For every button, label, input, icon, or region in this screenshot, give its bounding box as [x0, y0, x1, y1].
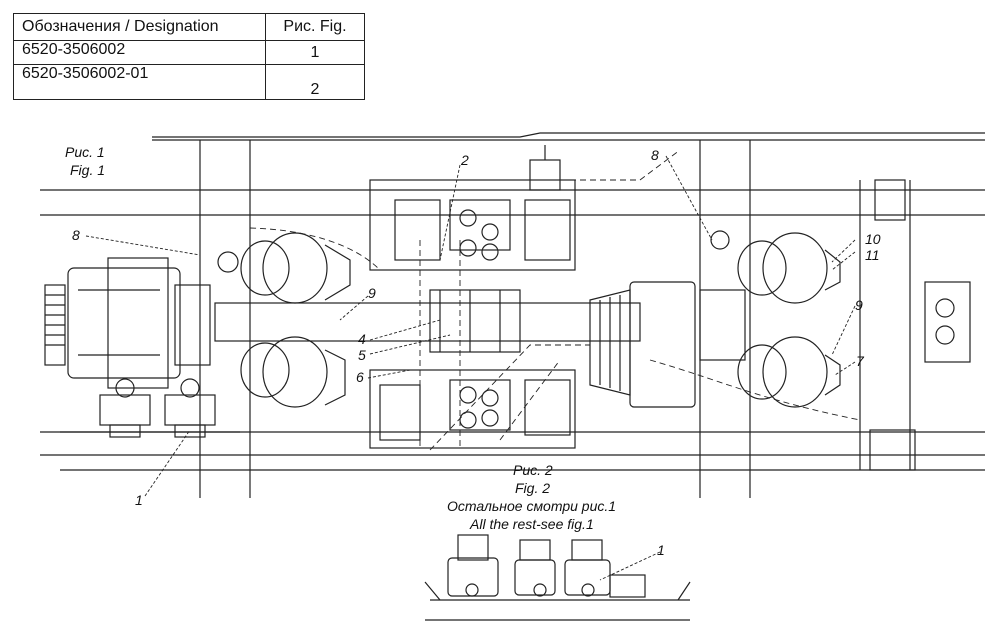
callout-10: 10 — [865, 231, 881, 247]
upper-valve-block — [369, 145, 576, 271]
fig1-caption-en: Fig. 1 — [70, 162, 105, 178]
rest-note-ru: Остальное смотри рис.1 — [447, 498, 616, 514]
rest-note-en: All the rest-see fig.1 — [469, 516, 594, 532]
callout-8-left: 8 — [72, 227, 80, 243]
designation-header: Обозначения / Designation — [13, 13, 266, 41]
brake-chamber-right-upper — [710, 230, 841, 304]
callout-7: 7 — [856, 353, 865, 369]
brake-chamber-left-lower — [240, 336, 346, 408]
callout-6: 6 — [356, 369, 364, 385]
left-valve-group — [60, 378, 240, 438]
callout-9-left: 9 — [368, 285, 376, 301]
designation-table: Обозначения / Designation Рис. Fig. 6520… — [13, 13, 365, 100]
lower-valve-block — [369, 369, 576, 449]
callout-9-right: 9 — [855, 297, 863, 313]
designation-cell: 6520-3506002-01 — [13, 64, 266, 100]
frame-rail-upper — [40, 132, 985, 216]
brake-chamber-right-lower — [737, 336, 841, 408]
table-row: 6520-3506002-01 2 — [13, 64, 365, 100]
callout-4: 4 — [358, 331, 366, 347]
callout-1-fig1: 1 — [135, 492, 143, 508]
drive-shaft — [214, 289, 641, 353]
callout-8-right: 8 — [651, 147, 659, 163]
leader-lines — [85, 155, 856, 581]
fig2-caption-en: Fig. 2 — [515, 480, 550, 496]
cross-members — [199, 140, 911, 498]
figure-cell: 2 — [265, 64, 365, 100]
figure-cell: 1 — [265, 40, 365, 65]
figure-header: Рис. Fig. — [265, 13, 365, 41]
right-frame-brackets — [869, 179, 971, 471]
fig2-caption-ru: Рис. 2 — [513, 462, 553, 478]
callout-5: 5 — [358, 347, 366, 363]
callout-2: 2 — [460, 152, 469, 168]
fig2-detail-assembly — [424, 534, 691, 621]
brake-chamber-left-upper — [217, 232, 351, 304]
callout-11: 11 — [865, 247, 880, 263]
fig1-caption-ru: Рис. 1 — [65, 144, 105, 160]
rear-axle-reducer — [589, 281, 746, 408]
pipelines — [249, 149, 861, 451]
callout-1-fig2: 1 — [657, 542, 665, 558]
front-axle-reducer — [44, 257, 211, 389]
